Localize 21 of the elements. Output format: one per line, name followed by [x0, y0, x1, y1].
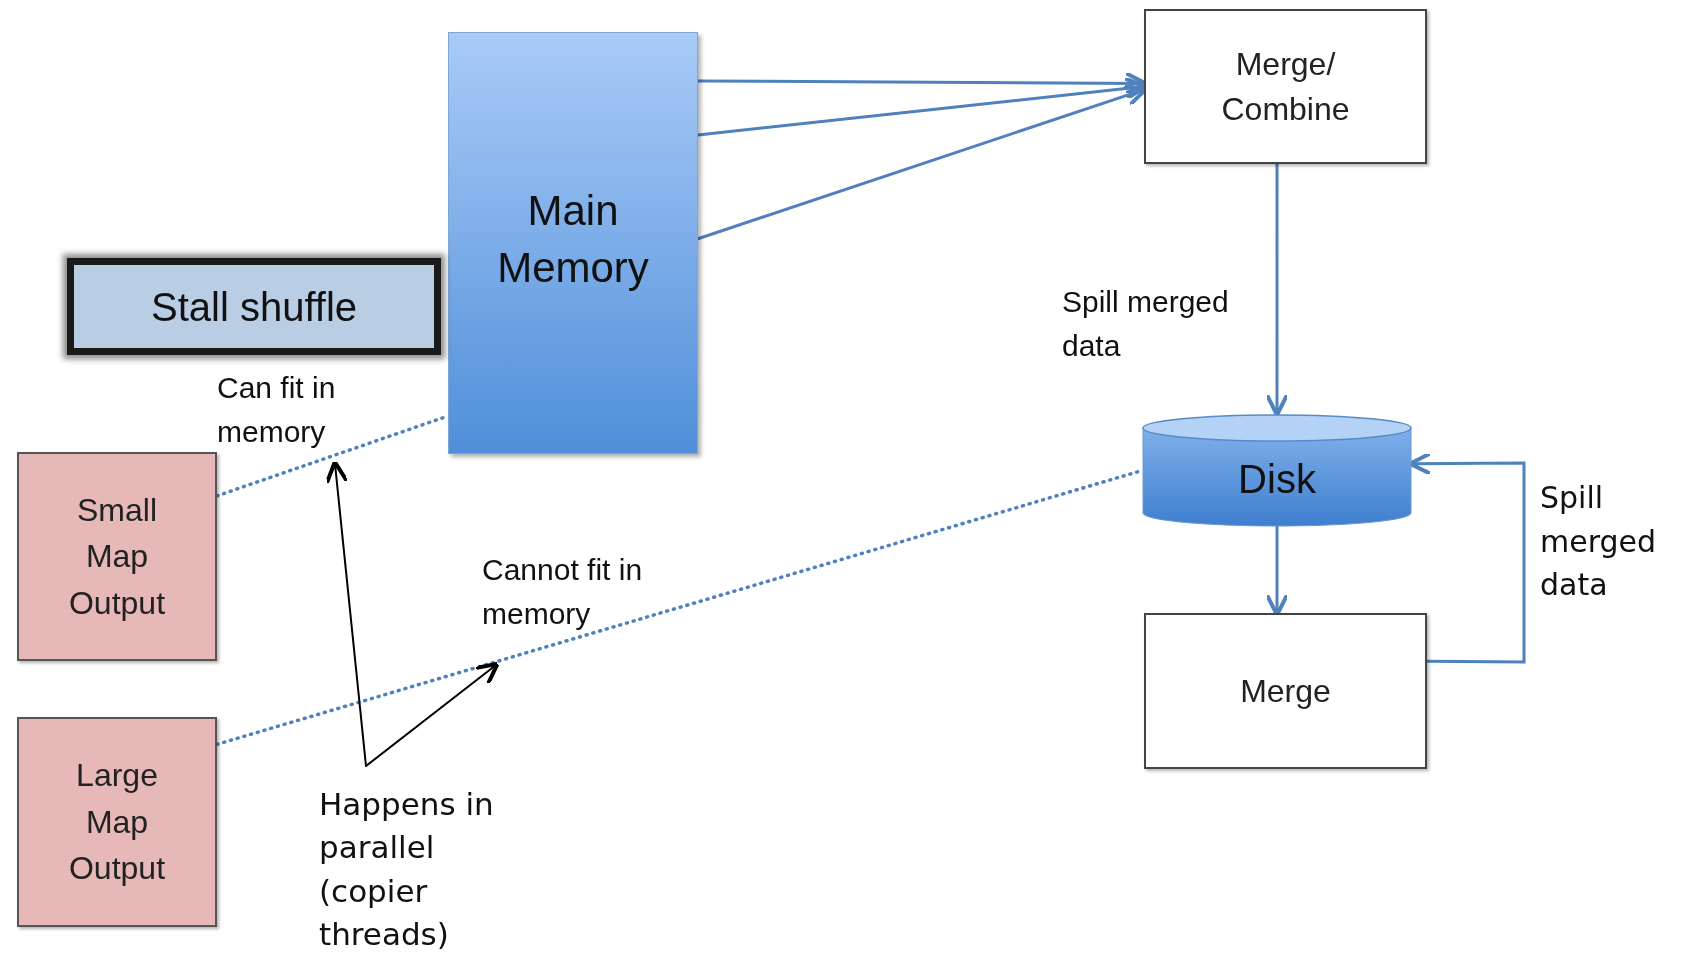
edge-label: Can fit in memory	[217, 370, 337, 450]
box-label: Small Map Output	[67, 490, 167, 623]
annotation-text: Happens in parallel (copier threads)	[319, 785, 495, 955]
leader-arrow	[365, 661, 500, 767]
cylinder-label: Disk	[1238, 455, 1316, 503]
edge-label: Spill merged data	[1062, 284, 1230, 364]
edge-label: Spill merged data	[1540, 479, 1658, 604]
process-box	[1144, 9, 1427, 164]
block-label: Main Memory	[496, 186, 650, 293]
status-box	[67, 258, 441, 355]
edge-label: Cannot fit in memory	[482, 552, 644, 632]
box-label: Stall shuffle	[150, 283, 358, 331]
box-label: Merge/ Combine	[1220, 44, 1351, 129]
output-box	[17, 717, 217, 927]
box-label: Large Map Output	[67, 756, 167, 889]
output-box	[17, 452, 217, 661]
box-label: Merge	[1239, 671, 1332, 711]
arrow	[1265, 162, 1289, 417]
memory-block	[448, 32, 698, 454]
leader-arrow	[324, 460, 367, 767]
process-box	[1144, 613, 1427, 769]
